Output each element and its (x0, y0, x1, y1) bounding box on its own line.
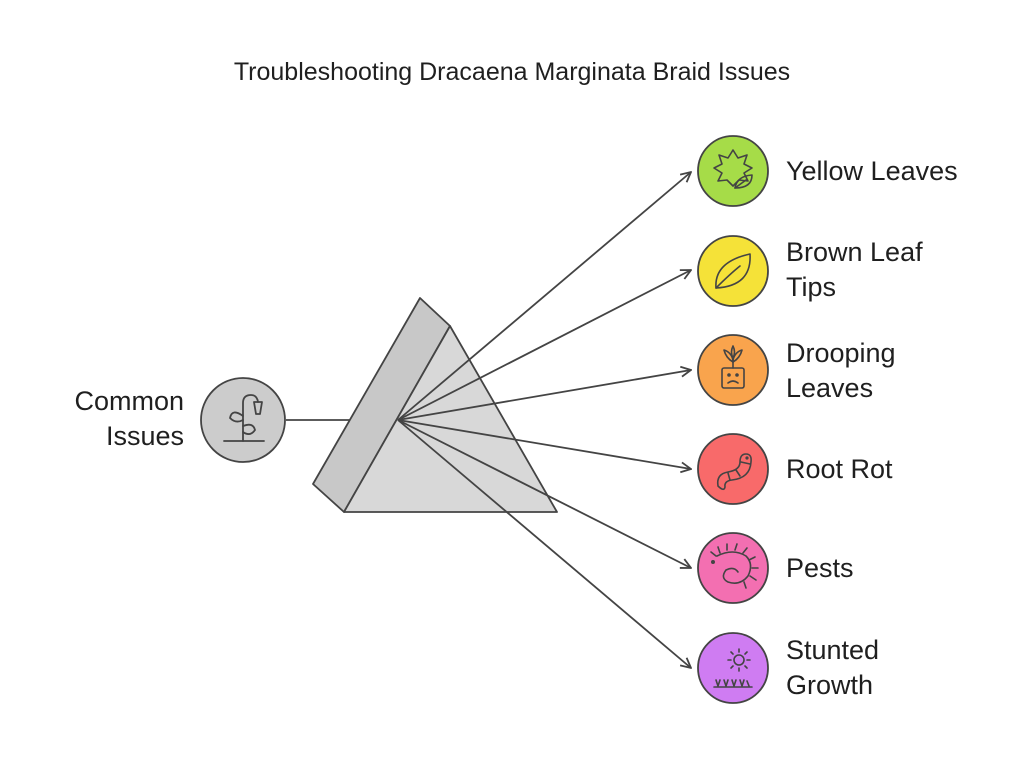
root-rot-node (697, 433, 769, 505)
drooping-leaves-label: Drooping Leaves (786, 336, 896, 406)
arrow-stunted-growth (397, 419, 691, 668)
stunted-growth-label-line1: Stunted (786, 635, 880, 665)
yellow-leaves-circle (697, 135, 769, 207)
brown-leaf-tips-label-line2: Tips (786, 272, 837, 302)
stunted-growth-label-line2: Growth (786, 670, 874, 700)
common-issues-label: Common Issues (74, 384, 184, 454)
sun-over-grass-icon (713, 648, 753, 688)
wilting-plant-icon (223, 394, 265, 442)
drooping-leaves-label-line1: Drooping (786, 338, 896, 368)
stunted-growth-circle (697, 632, 769, 704)
brown-leaf-tips-label-line1: Brown Leaf (786, 237, 923, 267)
dispersion-arrows (397, 172, 691, 668)
brown-leaf-tips-label: Brown Leaf Tips (786, 235, 923, 305)
leaves-icon (713, 149, 753, 189)
caterpillar-icon (710, 543, 759, 589)
yellow-leaves-label-line1: Yellow Leaves (786, 156, 958, 186)
leaf-icon (715, 253, 751, 289)
stunted-growth-label: Stunted Growth (786, 633, 879, 703)
common-issues-label-line2: Issues (105, 421, 184, 451)
prism (312, 297, 558, 513)
drooping-leaves-node (697, 334, 769, 406)
arrow-pests (397, 419, 691, 568)
sad-potted-plant-icon (721, 345, 745, 389)
stunted-growth-node (697, 632, 769, 704)
root-rot-circle (697, 433, 769, 505)
brown-leaf-tips-node (697, 235, 769, 307)
pests-node (697, 532, 769, 604)
worm-icon (716, 453, 752, 491)
diagram-title: Troubleshooting Dracaena Marginata Braid… (233, 58, 791, 86)
pests-label-line1: Pests (786, 553, 854, 583)
pests-label: Pests (786, 551, 854, 586)
common-issues-node (200, 377, 286, 463)
drooping-leaves-circle (697, 334, 769, 406)
arrow-yellow-leaves (397, 172, 691, 421)
arrow-drooping-leaves (397, 370, 691, 421)
root-rot-label: Root Rot (786, 452, 893, 487)
prism-front-face (343, 325, 558, 513)
drooping-leaves-label-line2: Leaves (786, 373, 874, 403)
root-rot-label-line1: Root Rot (786, 454, 893, 484)
yellow-leaves-node (697, 135, 769, 207)
common-issues-label-line1: Common (74, 386, 184, 416)
yellow-leaves-label: Yellow Leaves (786, 154, 958, 189)
arrow-root-rot (397, 419, 691, 469)
arrow-brown-leaf-tips (397, 270, 691, 421)
